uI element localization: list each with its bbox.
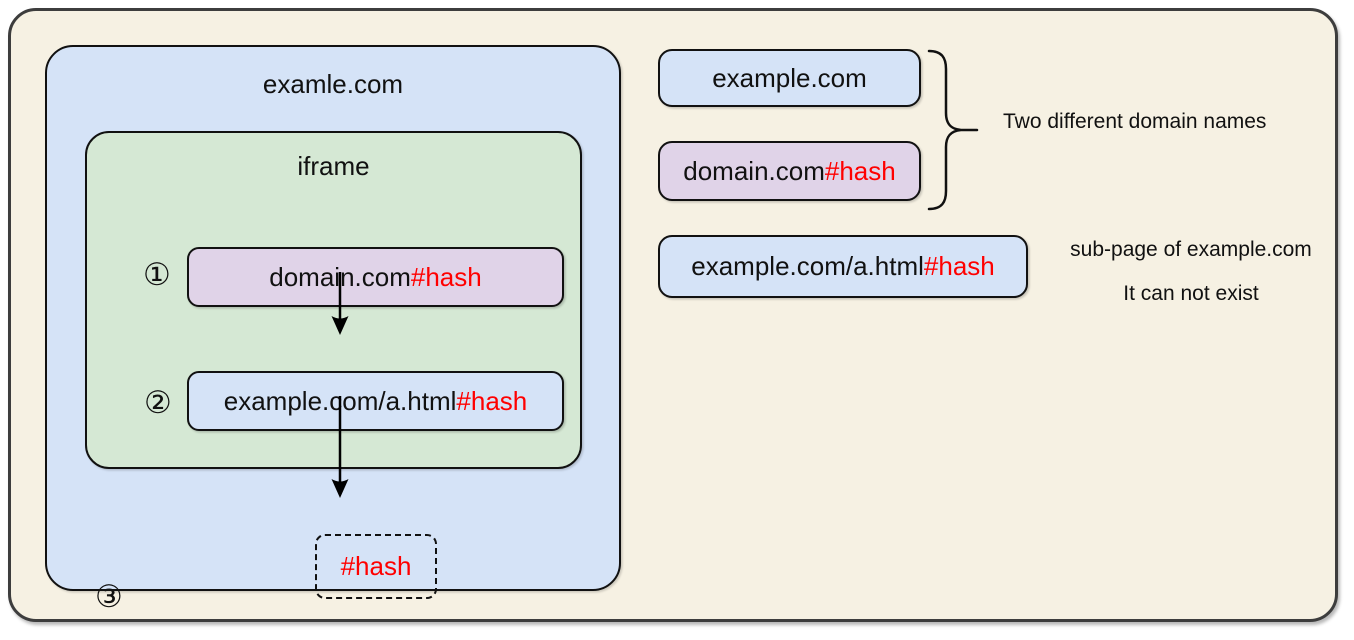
subpage-note-line2: It can not exist (1123, 282, 1259, 305)
subpage-note-line1: sub-page of example.com (1070, 238, 1312, 261)
step-2-marker: ② (144, 385, 172, 420)
legend-subpage-text: example.com/a.html (691, 251, 924, 281)
legend-subpage-box: example.com/a.html#hash (658, 235, 1028, 298)
node-hash-only: #hash (315, 534, 437, 599)
flow-arrows (331, 272, 349, 498)
node-domain-hash: domain.com#hash (187, 247, 564, 307)
step-3-marker: ③ (95, 579, 123, 614)
arrow-down-1 (331, 272, 349, 335)
legend-example-text: example.com (712, 62, 867, 93)
legend-domain-box: domain.com#hash (658, 141, 921, 201)
legend-domain-text: domain.com (683, 155, 825, 186)
node-subpage-hash: example.com/a.html#hash (187, 371, 564, 431)
parent-page-label: examle.com (262, 69, 404, 99)
node-hash-text: #hash (340, 551, 412, 581)
legend-domain-hash-text: #hash (824, 155, 896, 186)
iframe-label: iframe (297, 151, 370, 181)
curly-brace (927, 49, 979, 211)
node-subpage-hash-text: #hash (456, 385, 528, 416)
node-domain-hash-text: #hash (410, 261, 482, 292)
legend-subpage-hash-text: #hash (923, 251, 995, 281)
diagram-canvas: examle.com iframe ① ② ③ domain.com#hash … (8, 8, 1338, 622)
brace-note-label: Two different domain names (1003, 110, 1267, 133)
legend-example-box: example.com (658, 49, 921, 107)
arrow-down-2 (331, 396, 349, 498)
step-1-marker: ① (143, 257, 171, 292)
parent-page-box: examle.com iframe ① ② ③ domain.com#hash … (45, 45, 621, 612)
subpage-note: sub-page of example.com It can not exist (1041, 237, 1341, 307)
